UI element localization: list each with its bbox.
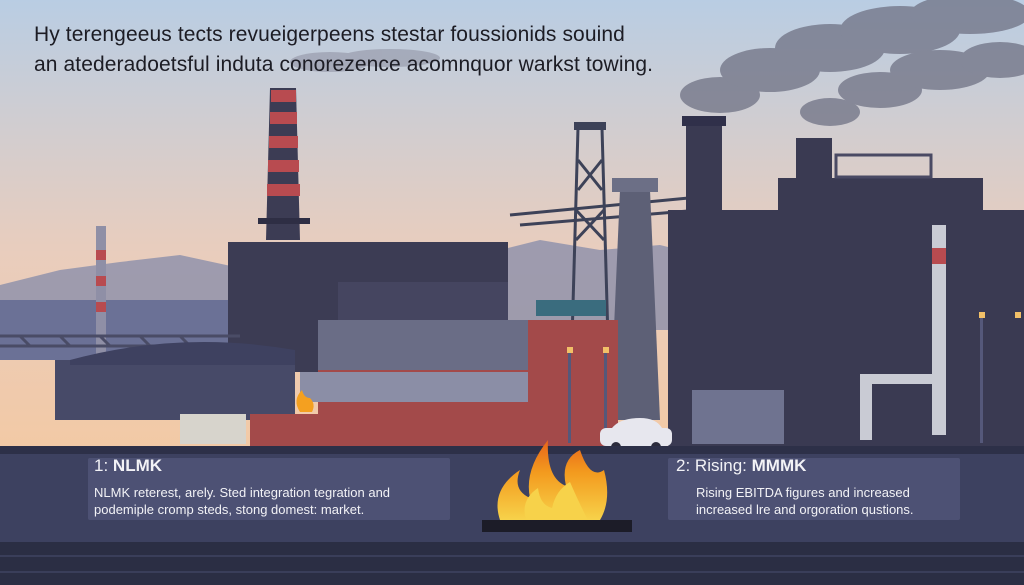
crane-cabin	[536, 300, 606, 316]
card-mmmk-title: 2: Rising: MMMK	[676, 456, 806, 476]
card-nlmk-line-2: podemiple cromp steds, stong domest: mar…	[94, 502, 365, 517]
rail-cars	[180, 404, 440, 446]
right-short-stack	[796, 138, 832, 188]
card-mmmk-number: 2:	[676, 456, 691, 475]
right-tall-stack	[686, 120, 722, 220]
shipping-container	[692, 390, 784, 444]
card-mmmk: 2: Rising: MMMK Rising EBITDA figures an…	[668, 456, 960, 520]
card-mmmk-name: MMMK	[751, 456, 807, 475]
central-tower	[610, 190, 660, 420]
card-nlmk-line-1: NLMK reterest, arely. Sted integration t…	[94, 485, 391, 500]
headline-line-1: Hy terengeeus tects revueigerpeens stest…	[34, 23, 625, 46]
fire-icon	[482, 440, 632, 532]
main-chimney	[258, 88, 310, 240]
headline: Hy terengeeus tects revueigerpeens stest…	[34, 20, 994, 80]
card-mmmk-line-2: increased lre and orgoration qustions.	[696, 502, 914, 517]
card-nlmk-body: NLMK reterest, arely. Sted integration t…	[94, 484, 390, 518]
smoke-trail	[290, 49, 440, 72]
headline-line-2: an atederadoetsful induta conorezence ac…	[34, 53, 654, 76]
card-mmmk-prefix: Rising:	[694, 456, 747, 475]
rail-track	[0, 542, 1024, 585]
card-nlmk: 1: NLMK NLMK reterest, arely. Sted integ…	[88, 456, 450, 520]
card-nlmk-name: NLMK	[112, 456, 163, 475]
street-lights	[567, 312, 1021, 443]
left-chimney	[96, 226, 106, 356]
card-mmmk-body: Rising EBITDA figures and increased incr…	[696, 484, 914, 518]
card-nlmk-title: 1: NLMK	[94, 456, 162, 476]
card-mmmk-line-1: Rising EBITDA figures and increased	[696, 485, 910, 500]
white-pipe	[860, 225, 946, 440]
shed-left	[55, 360, 295, 420]
small-flame-icon	[296, 390, 314, 412]
card-nlmk-number: 1:	[94, 456, 109, 475]
smoke-plume	[680, 0, 1024, 126]
